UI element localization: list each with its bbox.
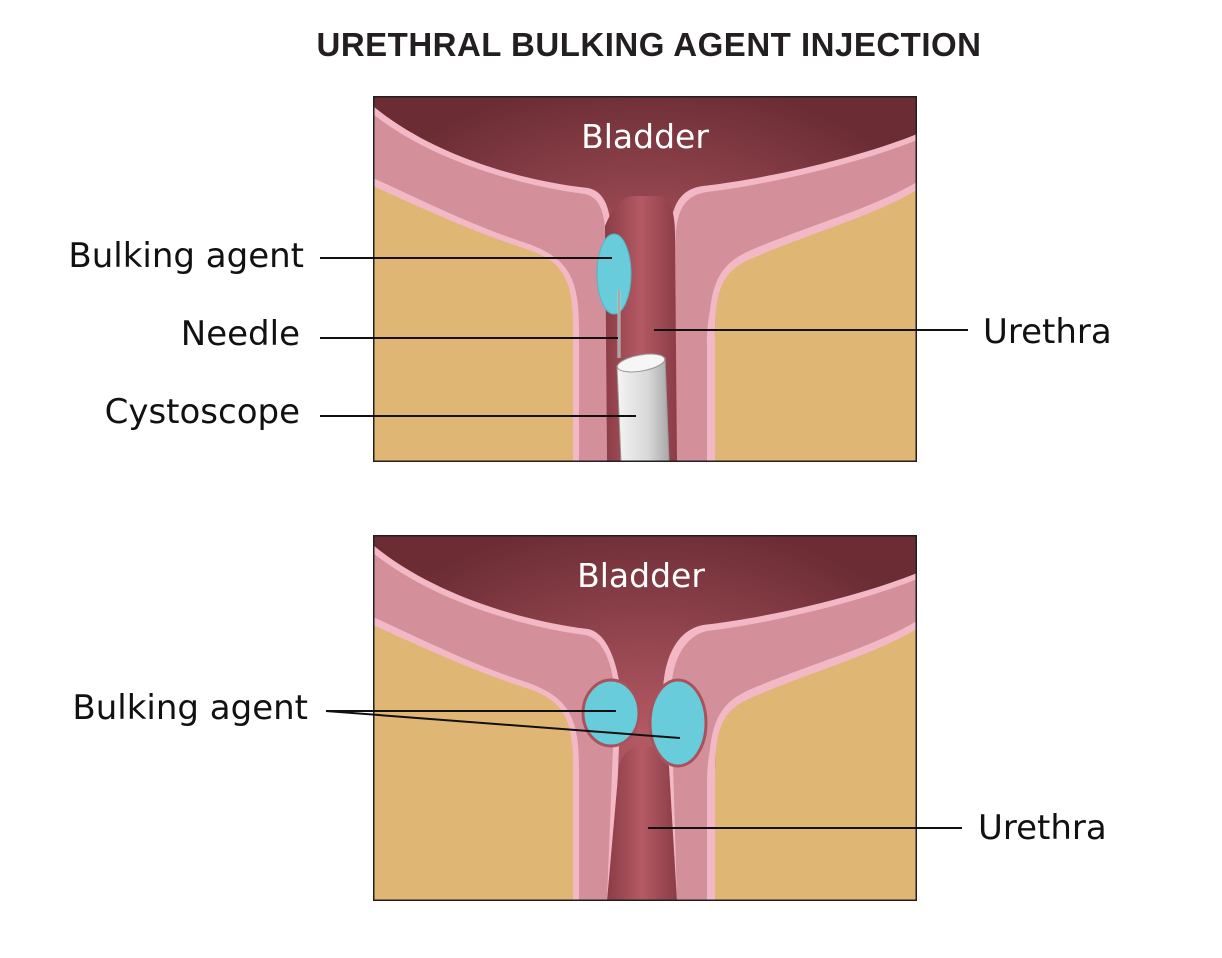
bulking-agent-right bbox=[648, 678, 708, 768]
diagram-title: URETHRAL BULKING AGENT INJECTION bbox=[316, 26, 982, 63]
label-bulking-agent: Bulking agent bbox=[68, 236, 304, 276]
label-needle: Needle bbox=[180, 314, 300, 354]
bladder-label: Bladder bbox=[581, 117, 709, 156]
left-fat-tissue bbox=[373, 182, 573, 462]
panel-result: Bladder bbox=[373, 535, 917, 901]
right-fat-tissue bbox=[715, 627, 917, 901]
panel-injection: Bladder bbox=[373, 96, 917, 462]
label-cystoscope: Cystoscope bbox=[104, 392, 300, 432]
left-fat-edge bbox=[373, 617, 579, 901]
leader-bulking-agent-2b bbox=[325, 710, 681, 739]
right-fat-tissue bbox=[715, 188, 917, 462]
right-fat-edge bbox=[709, 621, 917, 901]
right-fat-edge bbox=[709, 182, 917, 462]
left-bladder-wall bbox=[373, 553, 615, 901]
bulking-agent-deposit bbox=[596, 233, 632, 315]
urethra-lumen bbox=[607, 747, 677, 901]
bulking-agent-left bbox=[581, 678, 641, 748]
cystoscope-tip bbox=[616, 353, 666, 373]
left-bladder-wall bbox=[373, 114, 607, 462]
left-fat-edge bbox=[373, 178, 579, 462]
label-urethra: Urethra bbox=[983, 312, 1112, 352]
label-bulking-agent-2: Bulking agent bbox=[72, 688, 308, 728]
bladder-label: Bladder bbox=[577, 556, 705, 595]
label-urethra-2: Urethra bbox=[978, 808, 1107, 848]
left-fat-tissue bbox=[373, 621, 573, 901]
